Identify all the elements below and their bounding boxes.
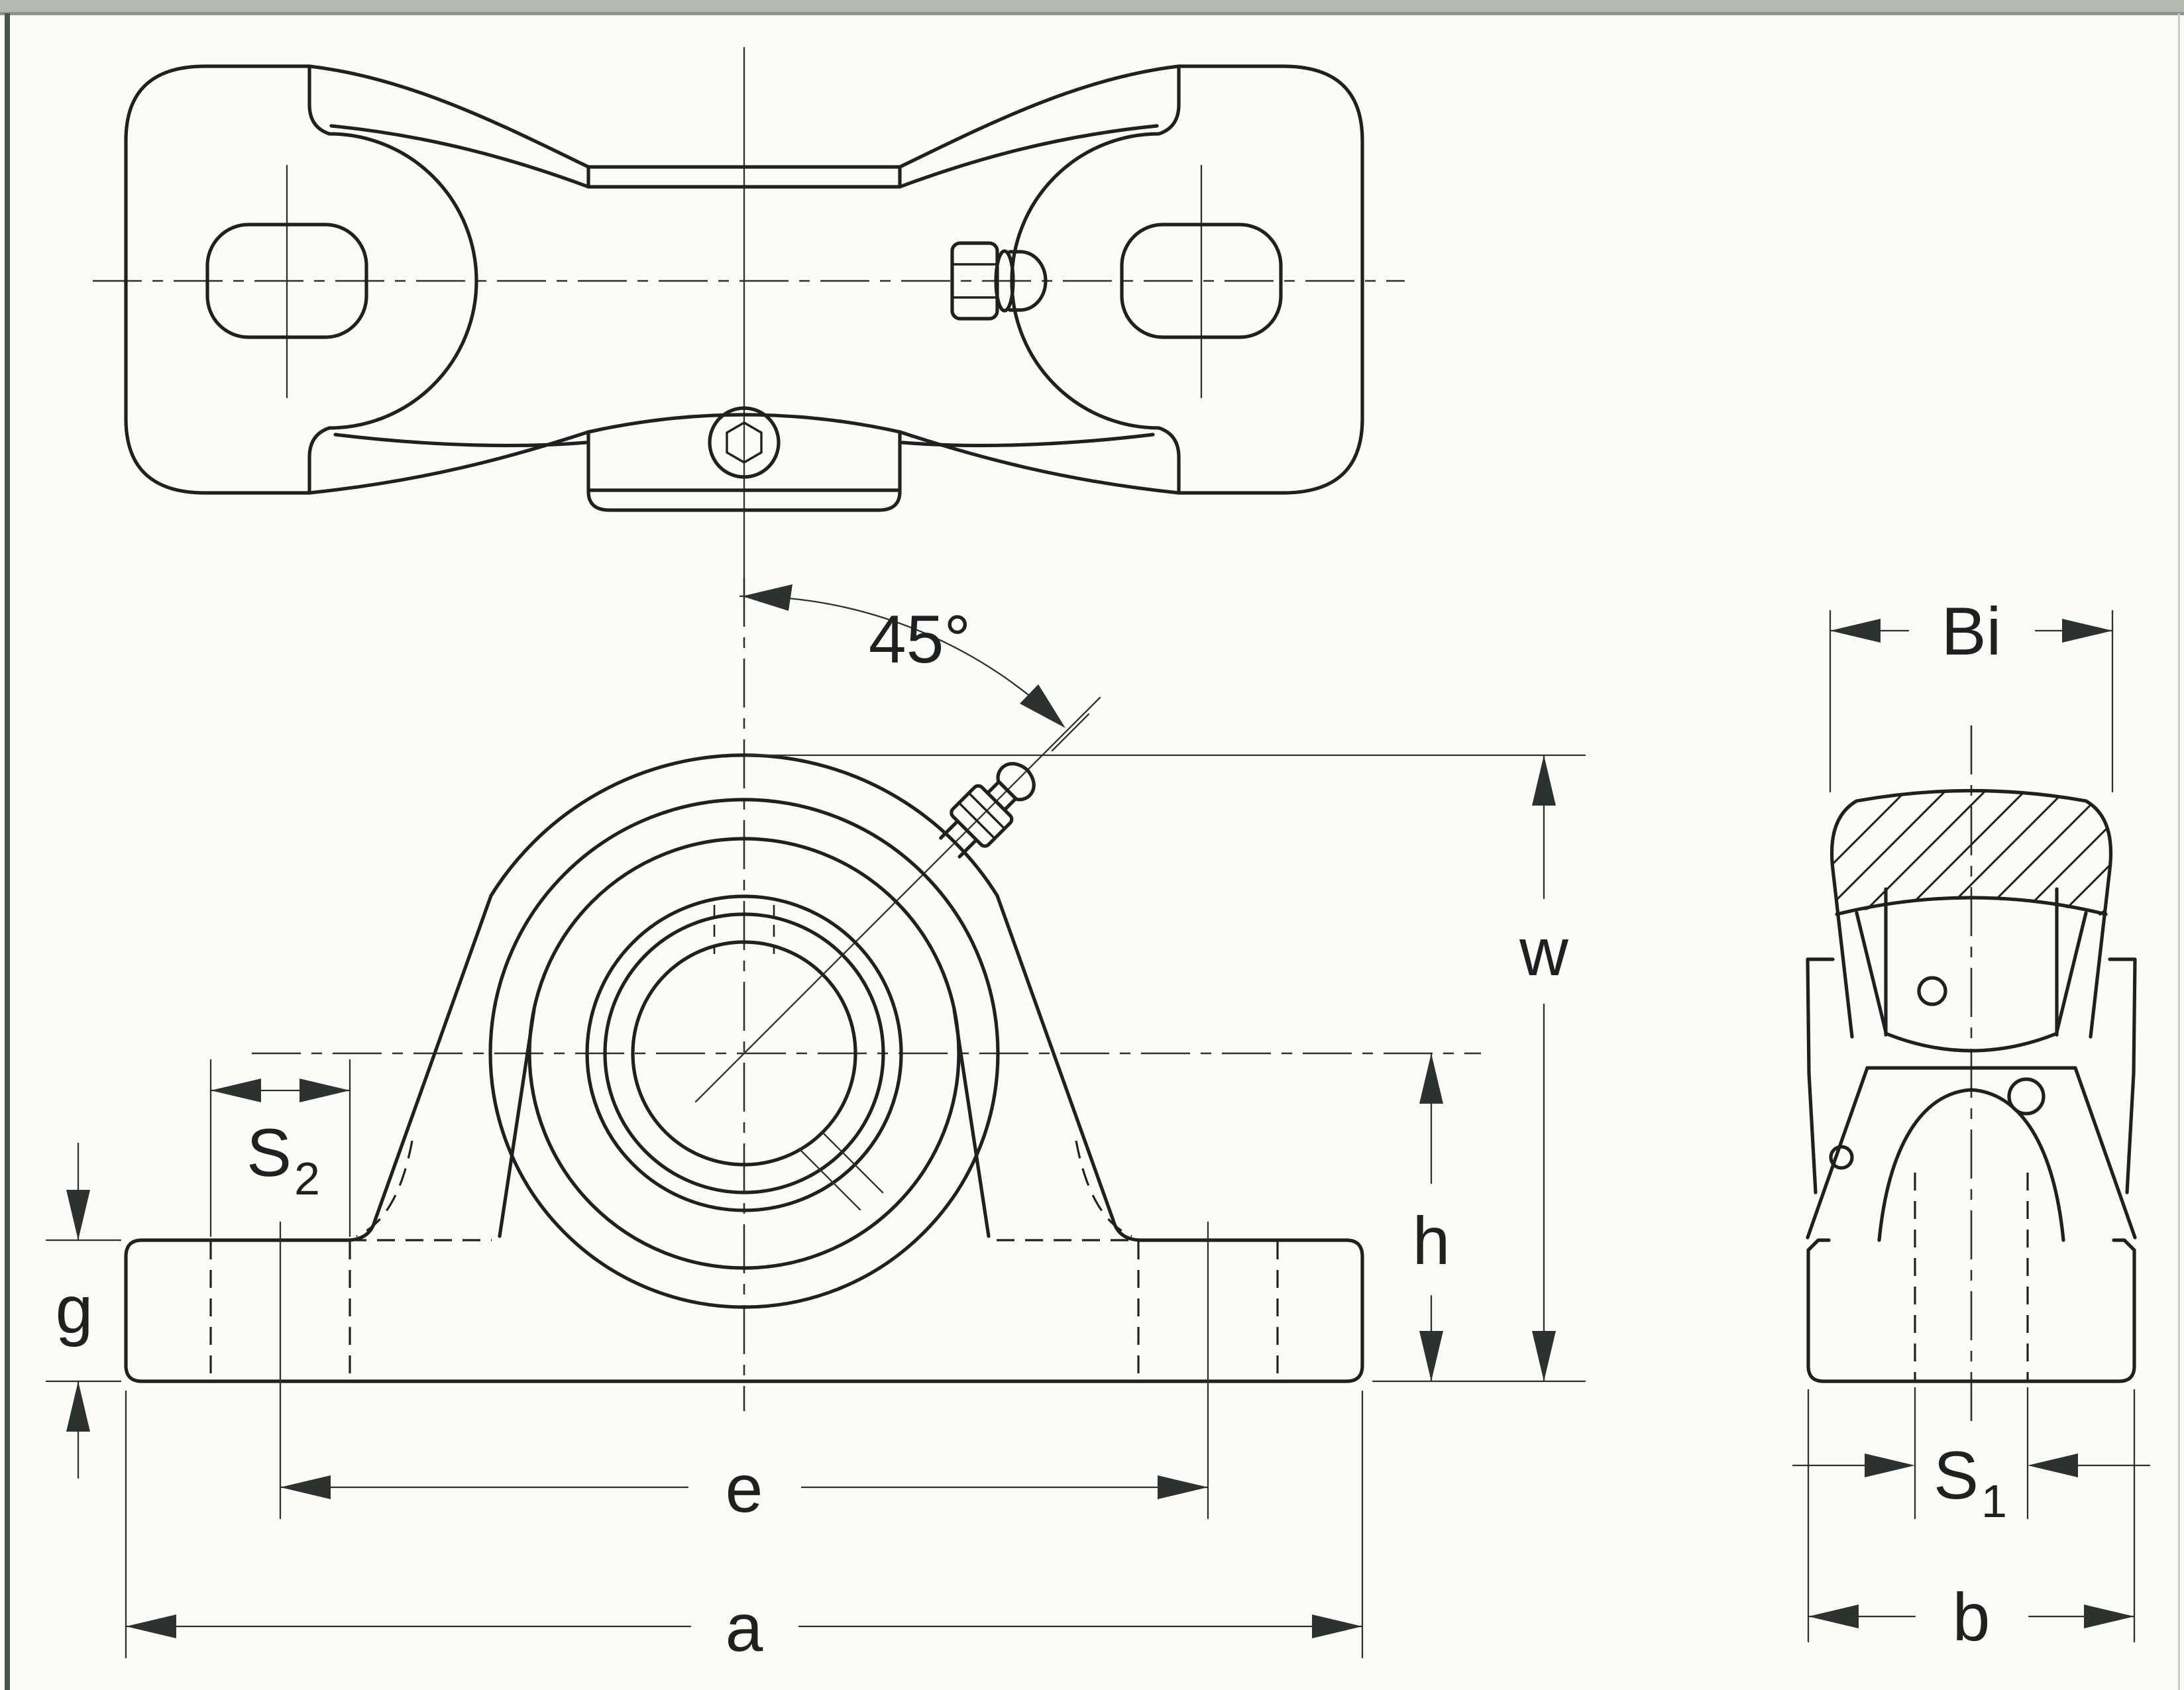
dim-w: w — [746, 754, 1586, 1383]
insert-cone-left — [1855, 911, 1888, 1034]
cast-arch — [1877, 1088, 2065, 1242]
left-leg-inner — [498, 1008, 536, 1238]
right-leg-outer — [995, 894, 1144, 1242]
set-screw-hex-socket-icon — [726, 421, 763, 464]
dim-label-bi: Bi — [1941, 594, 2002, 669]
insert-cone-right — [2055, 911, 2088, 1034]
front-view — [124, 578, 1481, 1411]
dim-e: e — [279, 1221, 1209, 1526]
sphere-bottom-arc — [1884, 1031, 2059, 1053]
grease-axis-diagonal — [694, 696, 1101, 1103]
ring-band-left — [1806, 957, 1835, 1194]
housing-outer-arc — [489, 753, 999, 898]
dim-label-s2: S2 — [246, 1115, 320, 1204]
left-pad-outline — [124, 64, 478, 495]
top-waist-right-inner — [898, 124, 1159, 189]
shaft-bore — [631, 940, 857, 1167]
bottom-waist-left-inner — [333, 433, 588, 448]
bottom-waist-left-outer — [307, 430, 590, 495]
side-base-outline — [1806, 1238, 2136, 1383]
dim-label-s1: S1 — [1934, 1438, 2007, 1527]
dim-label-angle: 45° — [869, 602, 971, 677]
dimensions: 45° w h S2 — [45, 584, 2151, 1665]
insert-ring-inner — [603, 912, 885, 1194]
hub-band — [586, 165, 902, 189]
dim-h: h — [1413, 1052, 1450, 1383]
section-hatching — [1831, 790, 2111, 917]
grease-fitting-front-icon — [939, 762, 1036, 859]
base-outline — [124, 1238, 1364, 1383]
dim-label-h: h — [1413, 1203, 1450, 1279]
scan-top-band — [0, 0, 2184, 12]
bearing-outer-ring — [527, 837, 961, 1270]
set-screw-hole — [1917, 976, 1947, 1006]
insert-ring-outer — [585, 894, 903, 1212]
dim-label-a: a — [726, 1590, 763, 1665]
right-pad-outline — [1010, 64, 1364, 495]
grease-fitting-top-icon — [950, 241, 1048, 321]
dim-b: b — [1807, 1389, 2136, 1655]
top-view — [93, 46, 1405, 601]
dim-label-b: b — [1953, 1579, 1991, 1655]
right-leg-inner — [952, 1008, 991, 1238]
left-leg-outer — [345, 894, 493, 1242]
dim-s2: S2 — [209, 1059, 351, 1238]
dim-label-g: g — [56, 1272, 93, 1347]
housing-inner-circle — [488, 798, 1000, 1309]
bottom-waist-right-inner — [901, 433, 1155, 448]
insert-outer-profile — [1829, 788, 2113, 1039]
top-waist-left-outer — [307, 64, 590, 169]
scan-right-edge — [2178, 13, 2180, 1690]
dim-a: a — [125, 1390, 1364, 1665]
hidden-fillet-right — [1075, 1140, 1132, 1238]
dim-label-e: e — [726, 1451, 763, 1526]
set-screw-circle — [708, 406, 781, 479]
scan-left-edge — [5, 13, 10, 1690]
scan-top-line — [0, 12, 2184, 15]
dim-angle-45: 45° — [739, 584, 1090, 752]
break-mark-2 — [820, 1130, 884, 1194]
side-view — [1806, 725, 2137, 1431]
shoulder-hole — [2007, 1077, 2046, 1116]
top-waist-right-outer — [898, 64, 1181, 169]
insert-inner-boundary — [1835, 896, 2108, 916]
dim-bi: Bi — [1829, 594, 2114, 793]
top-waist-left-inner — [329, 124, 590, 189]
side-nipple — [1829, 1145, 1854, 1170]
dim-label-w: w — [1519, 914, 1568, 990]
body-slope-right — [2073, 1066, 2137, 1240]
left-mounting-slot — [205, 223, 368, 339]
ring-band-right — [2108, 957, 2137, 1194]
dim-s1: S1 — [1792, 1387, 2151, 1527]
body-slope-left — [1806, 1066, 1869, 1240]
hidden-fillet-left — [356, 1140, 413, 1238]
bottom-waist-right-outer — [898, 430, 1181, 495]
set-screw-boss — [586, 406, 902, 512]
dim-g: g — [45, 1142, 122, 1479]
break-mark-1 — [798, 1147, 861, 1211]
right-mounting-slot — [1120, 223, 1283, 339]
